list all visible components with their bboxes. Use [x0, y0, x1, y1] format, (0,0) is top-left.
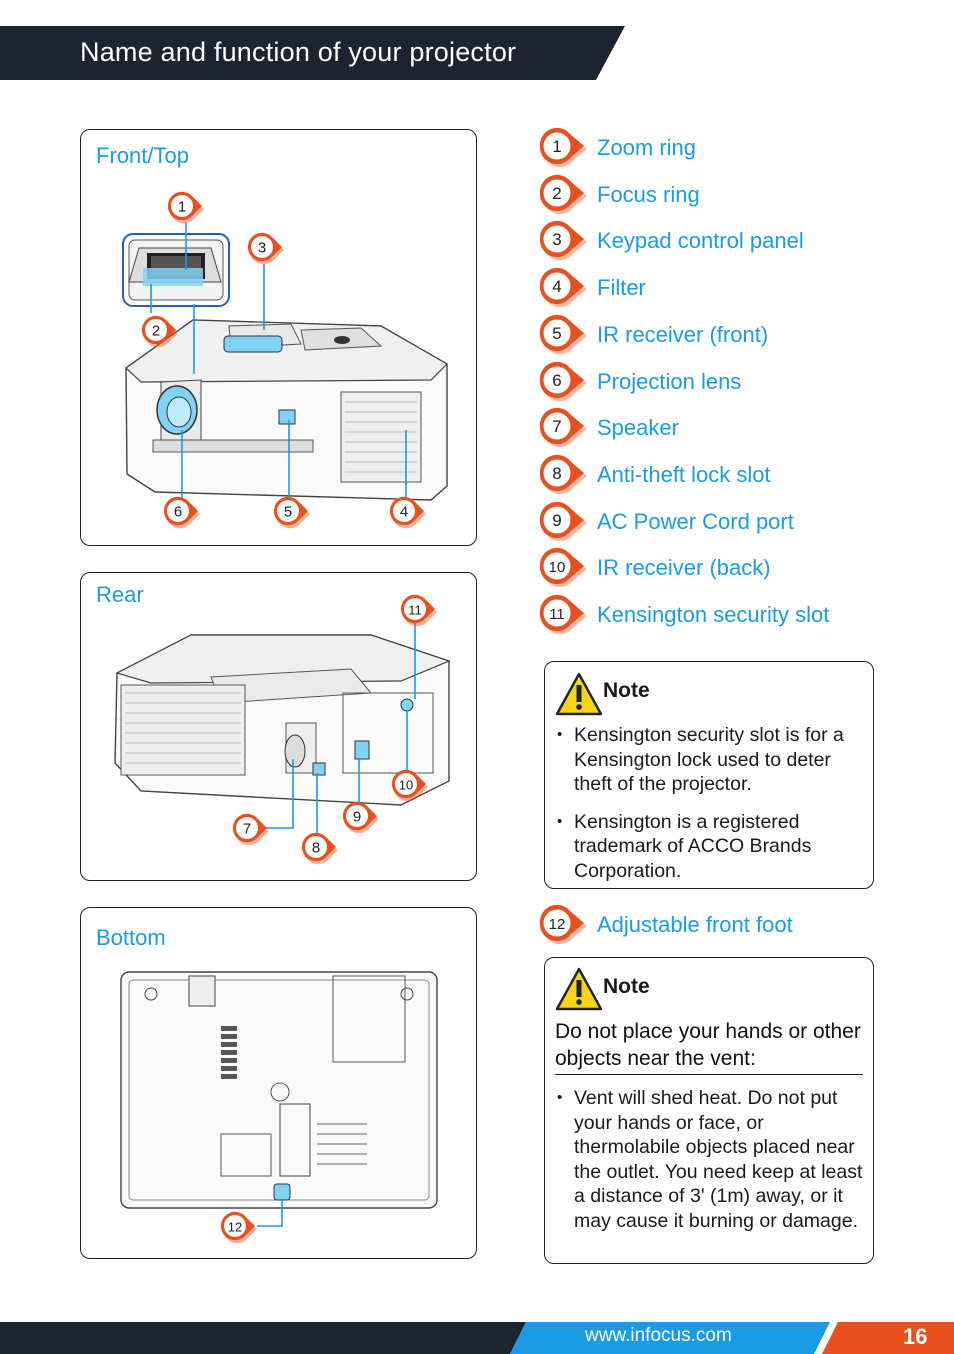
front-top-panel-title: Front/Top	[96, 143, 189, 168]
legend-badge: 3	[539, 221, 587, 261]
warning-icon	[555, 672, 603, 716]
badge-4: 4	[389, 496, 426, 529]
svg-text:2: 2	[152, 323, 160, 340]
svg-text:3: 3	[258, 240, 266, 257]
legend-item-11: 11 Kensington security slot	[538, 594, 918, 634]
note-title: Note	[603, 679, 650, 702]
legend-item-3: 3 Keypad control panel	[538, 220, 918, 261]
legend-label: Adjustable front foot	[597, 912, 793, 937]
badge-2: 2	[141, 315, 178, 348]
legend-item-4: 4 Filter	[538, 267, 918, 308]
header-banner	[0, 26, 625, 80]
svg-text:2: 2	[552, 184, 561, 203]
badge-11: 11	[400, 594, 437, 627]
svg-text:6: 6	[174, 504, 182, 521]
front-top-projector-illustration: 1 2 3 4 5 6	[122, 191, 448, 529]
legend-item-12: 12 Adjustable front foot	[538, 904, 918, 944]
note-item: Vent will shed heat. Do not put your han…	[555, 1086, 863, 1233]
legend-item-8: 8 Anti-theft lock slot	[538, 454, 918, 494]
svg-text:9: 9	[552, 511, 561, 530]
legend-item-7: 7 Speaker	[538, 407, 918, 448]
svg-text:1: 1	[552, 137, 561, 156]
legend-item-10: 10 IR receiver (back)	[538, 547, 918, 588]
legend-item-1: 1 Zoom ring	[538, 127, 918, 167]
svg-text:5: 5	[284, 504, 292, 521]
legend-label: AC Power Cord port	[597, 508, 794, 534]
legend-badge: 2	[539, 174, 587, 214]
warning-icon	[555, 967, 603, 1011]
svg-text:1: 1	[178, 199, 186, 216]
note-list: Vent will shed heat. Do not put your han…	[555, 1086, 863, 1246]
legend-badge: 5	[539, 314, 587, 354]
page-number: 16	[903, 1324, 928, 1349]
badge-6: 6	[163, 496, 200, 529]
svg-text:8: 8	[552, 464, 561, 483]
legend-item-5: 5 IR receiver (front)	[538, 314, 918, 354]
badge-7: 7	[232, 813, 269, 846]
legend-badge: 6	[539, 361, 587, 401]
note-vent: Note Do not place your hands or other ob…	[544, 957, 874, 1264]
svg-text:4: 4	[400, 504, 408, 521]
bottom-projector-illustration: 12	[120, 971, 438, 1244]
legend-badge: 7	[539, 408, 587, 448]
note-kensington: Note Kensington security slot is for a K…	[544, 661, 874, 889]
svg-text:6: 6	[552, 371, 561, 390]
svg-text:7: 7	[552, 417, 561, 436]
legend-label: Zoom ring	[597, 135, 697, 160]
legend-badge: 9	[539, 501, 587, 541]
legend-label: Speaker	[597, 415, 679, 441]
legend-badge: 4	[539, 268, 587, 308]
svg-text:10: 10	[549, 559, 566, 576]
legend-badge: 10	[539, 548, 587, 588]
bottom-panel: Bottom 12	[80, 907, 477, 1259]
legend-badge: 11	[539, 594, 587, 634]
legend-label: Anti-theft lock slot	[597, 461, 771, 487]
badge-8: 8	[301, 832, 338, 865]
legend-label: IR receiver (back)	[597, 555, 771, 581]
legend-label: Focus ring	[597, 181, 700, 207]
footer-website-link[interactable]: www.infocus.com	[585, 1325, 732, 1346]
svg-text:5: 5	[552, 324, 561, 343]
legend-item-6: 6 Projection lens	[538, 361, 918, 401]
svg-text:8: 8	[312, 840, 320, 857]
svg-text:4: 4	[552, 277, 561, 296]
page-title: Name and function of your projector	[80, 37, 517, 67]
legend-label: Projection lens	[597, 368, 742, 394]
badge-1: 1	[167, 191, 204, 224]
badge-5: 5	[273, 496, 310, 529]
rear-panel-title: Rear	[96, 582, 144, 607]
rear-projector-illustration: 7 8 9 10 11	[114, 594, 451, 865]
badge-12: 12	[220, 1211, 257, 1244]
svg-text:12: 12	[549, 916, 566, 933]
front-top-panel: Front/Top	[80, 129, 477, 546]
legend-badge: 1	[539, 127, 587, 167]
legend-label: Keypad control panel	[597, 228, 804, 254]
legend-item-2: 2 Focus ring	[538, 174, 918, 214]
svg-text:11: 11	[549, 606, 565, 623]
legend-badge: 8	[539, 454, 587, 494]
badge-3: 3	[247, 232, 284, 265]
badge-9: 9	[342, 801, 379, 834]
note-item: Kensington is a registered trademark of …	[555, 810, 863, 884]
svg-text:11: 11	[408, 603, 422, 618]
footer-bar	[0, 1322, 954, 1354]
svg-text:3: 3	[552, 230, 561, 249]
note-item: Kensington security slot is for a Kensin…	[555, 723, 863, 797]
note-title: Note	[603, 975, 650, 998]
legend-label: Kensington security slot	[597, 602, 830, 627]
note-list: Kensington security slot is for a Kensin…	[555, 723, 863, 896]
svg-text:9: 9	[353, 809, 361, 826]
legend-label: Filter	[597, 275, 646, 301]
svg-text:7: 7	[243, 821, 251, 838]
legend-label: IR receiver (front)	[597, 321, 769, 347]
legend-item-9: 9 AC Power Cord port	[538, 501, 918, 541]
bottom-panel-title: Bottom	[96, 925, 166, 950]
note-subtitle: Do not place your hands or other objects…	[555, 1018, 863, 1075]
svg-text:10: 10	[399, 778, 413, 793]
rear-panel: Rear 7	[80, 572, 477, 881]
badge-10: 10	[391, 769, 428, 802]
legend-badge: 12	[539, 904, 587, 944]
svg-text:12: 12	[228, 1220, 242, 1235]
